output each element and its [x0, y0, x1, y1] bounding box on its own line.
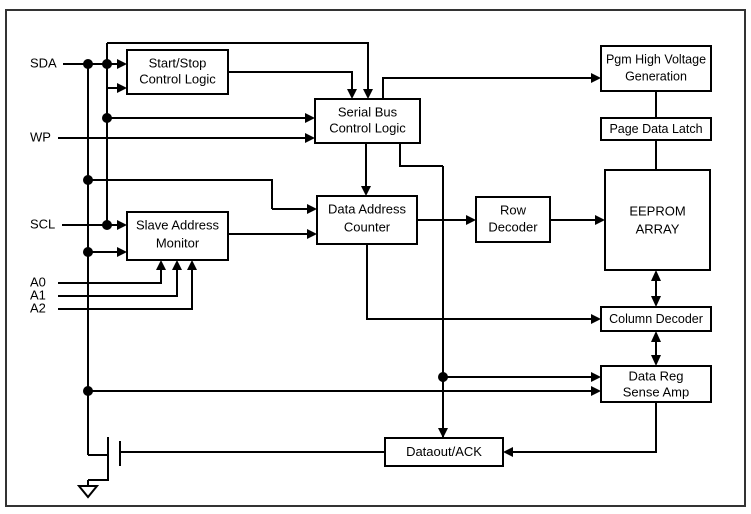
label-eeprom-line2: ARRAY	[636, 221, 680, 236]
block-column-decoder[interactable]	[600, 306, 712, 332]
label-dataaddr-line1: Data Address	[328, 201, 407, 216]
block-dataout-ack[interactable]	[384, 437, 504, 467]
label-rowdec-line2: Decoder	[488, 219, 538, 234]
arrow-into-pgmhv	[591, 73, 601, 83]
arrow-a2-into-slave	[187, 260, 197, 270]
block-data-reg-sense-amp[interactable]	[600, 365, 712, 403]
label-pgmhv-line1: Pgm High Voltage	[606, 52, 706, 66]
label-start-stop-line1: Start/Stop	[149, 55, 207, 70]
wire-dataaddr-to-columndec	[366, 244, 595, 320]
block-serial-bus-control-logic[interactable]	[314, 98, 421, 144]
arrow-into-startstop-bottom	[117, 83, 127, 93]
wire-a1	[58, 266, 178, 297]
label-datareg-line1: Data Reg	[629, 368, 684, 383]
junction-dot-scl-scl	[102, 220, 112, 230]
ground-icon	[76, 485, 100, 499]
block-start-stop-control-logic[interactable]	[126, 49, 229, 95]
junction-dot-scl-wp	[102, 113, 112, 123]
arrow-columndec-down	[651, 296, 661, 307]
arrow-wp-into-serialbus	[305, 133, 315, 143]
junction-dot-layer	[83, 59, 448, 396]
wire-startstop-to-serialbus	[228, 71, 353, 93]
wire-sda-to-serialbus-top	[107, 42, 369, 93]
block-data-address-counter[interactable]	[316, 195, 418, 245]
arrow-into-slave-bottom	[117, 247, 127, 257]
arrow-into-startstop-top	[117, 59, 127, 69]
label-column-decoder: Column Decoder	[609, 312, 703, 326]
arrow-into-rowdecoder	[466, 215, 476, 225]
label-slave-line2: Monitor	[156, 235, 200, 250]
label-start-stop-line2: Control Logic	[139, 71, 216, 86]
arrow-into-columndecoder	[591, 314, 601, 324]
block-layer: Start/Stop Control Logic Serial Bus Cont…	[126, 45, 712, 467]
arrow-serialbus-to-dataaddr	[361, 186, 371, 196]
wire-serialbus-to-pgmhv	[382, 77, 595, 99]
label-slave-line1: Slave Address	[136, 217, 220, 232]
label-pgmhv-line2: Generation	[625, 69, 687, 83]
arrow-into-slave-top	[117, 220, 127, 230]
pin-label-scl: SCL	[30, 216, 55, 231]
junction-dot-sda-bottom	[83, 386, 93, 396]
pin-label-a0: A0	[30, 274, 46, 289]
pin-label-layer: SDA WP SCL A0 A1 A2	[30, 55, 57, 315]
arrow-into-datareg-bottom	[591, 386, 601, 396]
arrow-into-datareg-top	[591, 372, 601, 382]
pin-label-a1: A1	[30, 287, 46, 302]
junction-dot-sda-low	[83, 247, 93, 257]
label-page-data-latch: Page Data Latch	[609, 122, 702, 136]
wire-datareg-to-dataoutack	[509, 402, 657, 453]
pulldown-transistor	[76, 437, 121, 499]
arrow-into-eeprom	[595, 215, 605, 225]
junction-dot-sda-mid	[83, 175, 93, 185]
junction-dot-bus-datareg	[438, 372, 448, 382]
block-row-decoder[interactable]	[475, 196, 551, 243]
arrow-columndec-up	[651, 331, 661, 342]
label-serial-bus-line1: Serial Bus	[338, 104, 398, 119]
wire-serialbus-to-bustrunk	[399, 143, 443, 167]
wire-sda-to-dataaddr	[88, 179, 273, 209]
label-serial-bus-line2: Control Logic	[329, 120, 406, 135]
wire-layer	[58, 42, 661, 457]
block-eeprom-array[interactable]	[604, 169, 711, 271]
block-page-data-latch[interactable]	[600, 117, 712, 141]
pin-label-wp: WP	[30, 129, 51, 144]
wire-a0	[58, 266, 162, 284]
label-rowdec-line1: Row	[500, 202, 527, 217]
block-pgm-high-voltage-generation[interactable]	[600, 45, 712, 92]
arrow-datareg-down	[651, 355, 661, 366]
label-eeprom-line1: EEPROM	[629, 203, 685, 218]
junction-dot-scl-top	[102, 59, 112, 69]
transistor-source	[88, 466, 109, 481]
pin-label-a2: A2	[30, 300, 46, 315]
label-dataaddr-line2: Counter	[344, 219, 391, 234]
block-slave-address-monitor[interactable]	[126, 211, 229, 261]
arrow-into-dataoutack-right	[503, 447, 513, 457]
arrow-into-dataaddr-b	[307, 229, 317, 239]
label-datareg-line2: Sense Amp	[623, 384, 690, 399]
arrow-into-serialbus-left	[305, 113, 315, 123]
arrow-eeprom-up	[651, 270, 661, 281]
arrow-into-dataaddr-a	[307, 204, 317, 214]
arrow-a1-into-slave	[172, 260, 182, 270]
arrow-a0-into-slave	[156, 260, 166, 270]
wire-a2	[58, 266, 193, 310]
pin-label-sda: SDA	[30, 55, 57, 70]
label-dataout-ack: Dataout/ACK	[406, 444, 482, 459]
arrow-into-serialbus-b	[363, 89, 373, 99]
junction-dot-sda-top	[83, 59, 93, 69]
arrow-into-serialbus-a	[347, 89, 357, 99]
arrow-into-dataoutack-top	[438, 428, 448, 438]
